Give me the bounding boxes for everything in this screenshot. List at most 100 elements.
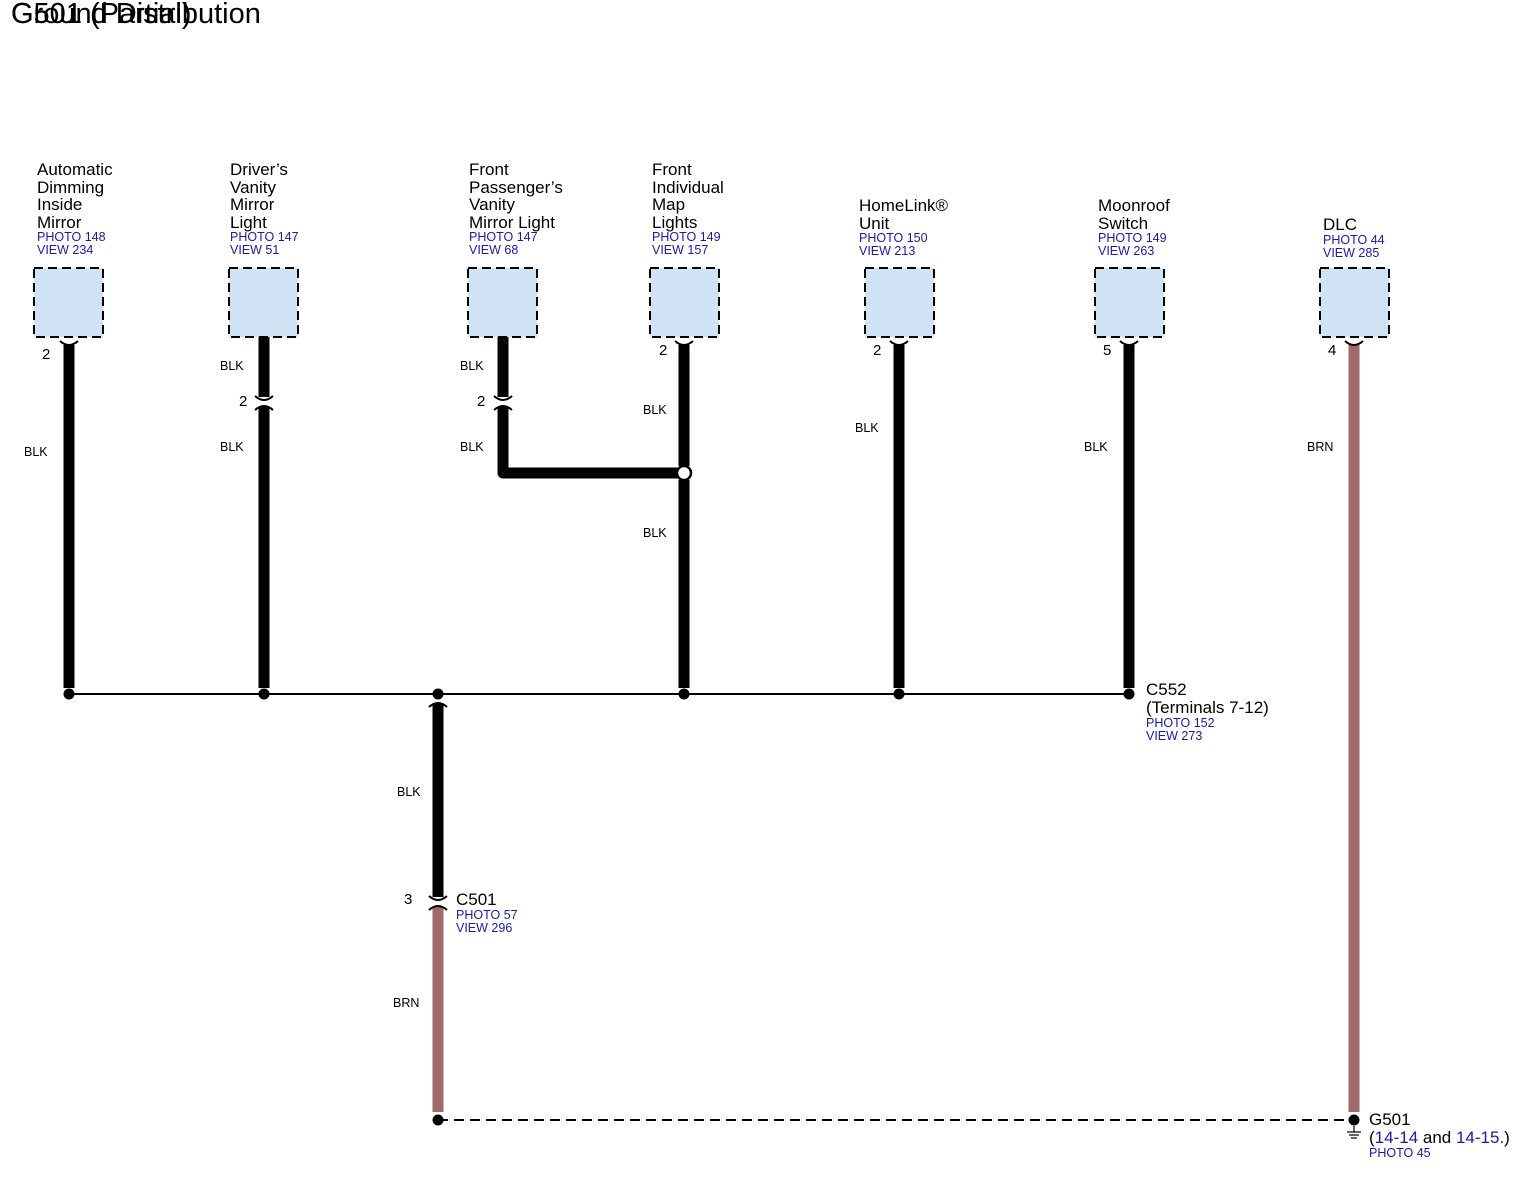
photo-ref[interactable]: PHOTO 152 — [1146, 716, 1215, 730]
component-name: Moonroof Switch — [1098, 196, 1170, 233]
component-passengers-vanity-light: Front Passenger’s Vanity Mirror Light PH… — [469, 161, 563, 257]
wire-color-label: BRN — [393, 996, 420, 1010]
ground-name: G501 — [1369, 1110, 1411, 1129]
pin-number: 2 — [42, 346, 51, 363]
photo-ref[interactable]: PHOTO 147 — [469, 230, 538, 244]
c501-bus-cap — [428, 702, 448, 708]
component-name: Automatic Dimming Inside Mirror — [37, 160, 113, 232]
paren-open: ( — [1369, 1128, 1375, 1147]
junction-dot — [678, 688, 690, 700]
blk-wires — [63, 337, 1135, 897]
view-ref[interactable]: VIEW 68 — [469, 243, 519, 257]
component-name: HomeLink® Unit — [859, 196, 949, 233]
wire-color-label: BLK — [397, 785, 421, 799]
photo-ref[interactable]: PHOTO 147 — [230, 230, 299, 244]
inline-conn-pass-bottom — [493, 405, 513, 411]
view-ref[interactable]: VIEW 296 — [456, 921, 513, 935]
photo-ref[interactable]: PHOTO 44 — [1323, 232, 1385, 247]
wire-color-label: BLK — [855, 421, 879, 435]
photo-ref[interactable]: PHOTO 45 — [1369, 1146, 1431, 1160]
dlc-box — [1319, 267, 1390, 338]
junction-dot — [1123, 688, 1135, 700]
junction-dot — [63, 688, 75, 700]
page-link[interactable]: 14-15. — [1455, 1128, 1505, 1147]
view-ref[interactable]: VIEW 157 — [652, 243, 709, 257]
c501-conn-bottom — [428, 905, 448, 911]
wire-color-label: BRN — [1307, 440, 1334, 454]
photo-ref[interactable]: PHOTO 57 — [456, 908, 518, 922]
pin-number: 5 — [1103, 342, 1112, 359]
component-homelink-unit: HomeLink® Unit PHOTO 150 VIEW 213 — [859, 197, 948, 258]
wire-color-label: BLK — [460, 359, 484, 373]
wire-color-label: BLK — [643, 403, 667, 417]
component-dlc: DLC PHOTO 44 VIEW 285 — [1323, 216, 1385, 260]
component-boxes — [33, 267, 1390, 338]
bus-junctions — [63, 688, 1135, 700]
moonroof-switch-box — [1094, 267, 1165, 338]
junction-dot — [258, 688, 270, 700]
connector-c501: C501 PHOTO 57 VIEW 296 — [456, 891, 518, 935]
drivers-vanity-light-box — [228, 267, 299, 338]
connector-name: C501 — [456, 890, 497, 909]
view-ref[interactable]: VIEW 263 — [1098, 244, 1155, 258]
wire-color-label: BLK — [1084, 440, 1108, 454]
pin-number: 2 — [659, 342, 668, 359]
ground-g501: G501 (14-14 and 14-15.) PHOTO 45 — [1369, 1111, 1510, 1160]
pin-number: 3 — [404, 891, 413, 908]
pin-cap-homelink — [889, 340, 909, 346]
junction-dot — [893, 688, 905, 700]
inline-conn-drivers-top — [254, 395, 274, 401]
component-name: Front Individual Map Lights — [652, 160, 724, 232]
view-ref[interactable]: VIEW 51 — [230, 243, 280, 257]
view-ref[interactable]: VIEW 234 — [37, 243, 94, 257]
wire-color-label: BLK — [460, 440, 484, 454]
ground-symbol-icon — [1347, 1126, 1361, 1139]
connector-detail: (Terminals 7-12) — [1146, 698, 1269, 717]
brn-wires — [432, 345, 1360, 1112]
inline-conn-pass-top — [493, 395, 513, 401]
pin-number: 4 — [1328, 342, 1337, 359]
auto-dimming-mirror-box — [33, 267, 104, 338]
wire-pass-vanity-lower — [497, 407, 678, 479]
photo-ref[interactable]: PHOTO 149 — [1098, 231, 1167, 245]
pin-cap-map-lights — [674, 340, 694, 346]
junction-dot — [432, 688, 444, 700]
wire-color-label: BLK — [643, 526, 667, 540]
connector-c552: C552 (Terminals 7-12) PHOTO 152 VIEW 273 — [1146, 681, 1269, 743]
component-name: DLC — [1323, 215, 1358, 234]
map-lights-box — [649, 267, 720, 338]
page-title: Ground Distribution — [11, 0, 261, 30]
component-name: Driver’s Vanity Mirror Light — [230, 160, 288, 232]
photo-ref[interactable]: PHOTO 150 — [859, 231, 928, 245]
c501-conn-top — [428, 895, 448, 901]
pin-cap-dlc — [1344, 340, 1364, 346]
component-drivers-vanity-light: Driver’s Vanity Mirror Light PHOTO 147 V… — [230, 161, 299, 257]
page-subtitle: G501 (Partial) — [11, 0, 192, 30]
wire-color-label: BLK — [220, 440, 244, 454]
component-map-lights: Front Individual Map Lights PHOTO 149 VI… — [652, 161, 724, 257]
ground-refs: (14-14 and 14-15.) — [1369, 1129, 1510, 1147]
inline-connectors — [254, 395, 513, 911]
paren-close: ) — [1504, 1128, 1510, 1147]
pin-number: 2 — [477, 393, 486, 410]
and-text: and — [1418, 1128, 1456, 1147]
connector-name: C552 — [1146, 680, 1187, 699]
component-moonroof-switch: Moonroof Switch PHOTO 149 VIEW 263 — [1098, 197, 1170, 258]
page-link[interactable]: 14-14 — [1374, 1128, 1419, 1147]
pin-cap-moonroof — [1119, 340, 1139, 346]
pin-caps — [59, 340, 1364, 346]
component-auto-dimming-mirror: Automatic Dimming Inside Mirror PHOTO 14… — [37, 161, 113, 257]
pin-number: 2 — [239, 393, 248, 410]
inline-conn-drivers-bottom — [254, 405, 274, 411]
wire-color-label: BLK — [24, 445, 48, 459]
ground-dot-right — [1348, 1114, 1360, 1126]
passengers-vanity-light-box — [467, 267, 538, 338]
photo-ref[interactable]: PHOTO 149 — [652, 230, 721, 244]
splice-point — [675, 464, 693, 482]
view-ref[interactable]: VIEW 285 — [1323, 245, 1380, 260]
view-ref[interactable]: VIEW 213 — [859, 244, 916, 258]
photo-ref[interactable]: PHOTO 148 — [37, 230, 106, 244]
homelink-unit-box — [864, 267, 935, 338]
view-ref[interactable]: VIEW 273 — [1146, 729, 1203, 743]
